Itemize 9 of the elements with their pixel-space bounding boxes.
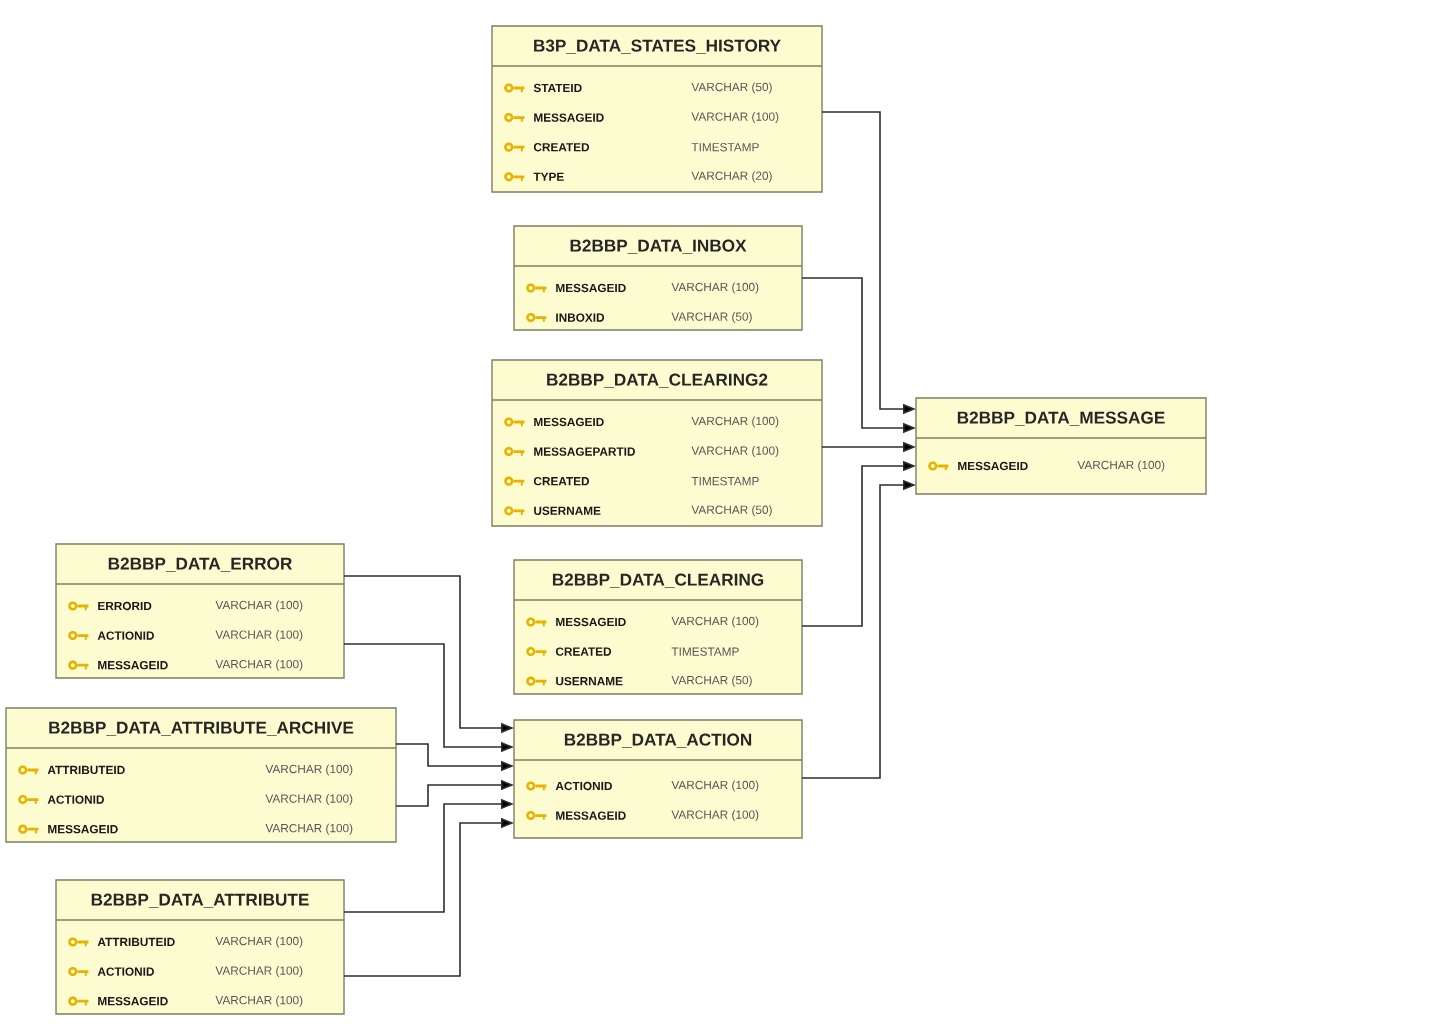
table-title: B2BBP_DATA_ATTRIBUTE_ARCHIVE — [49, 721, 354, 736]
table-title: B2BBP_DATA_CLEARING — [552, 573, 764, 588]
table-title: B2BBP_DATA_ERROR — [108, 557, 293, 572]
table-title: B2BBP_DATA_CLEARING2 — [547, 373, 768, 388]
table-title: B2BBP_DATA_ATTRIBUTE — [91, 893, 309, 908]
table-title: B3P_DATA_STATES_HISTORY — [534, 39, 781, 54]
table-title: B2BBP_DATA_MESSAGE — [957, 411, 1165, 426]
table-title: B2BBP_DATA_INBOX — [570, 239, 747, 254]
table-title: B2BBP_DATA_ACTION — [564, 733, 752, 748]
